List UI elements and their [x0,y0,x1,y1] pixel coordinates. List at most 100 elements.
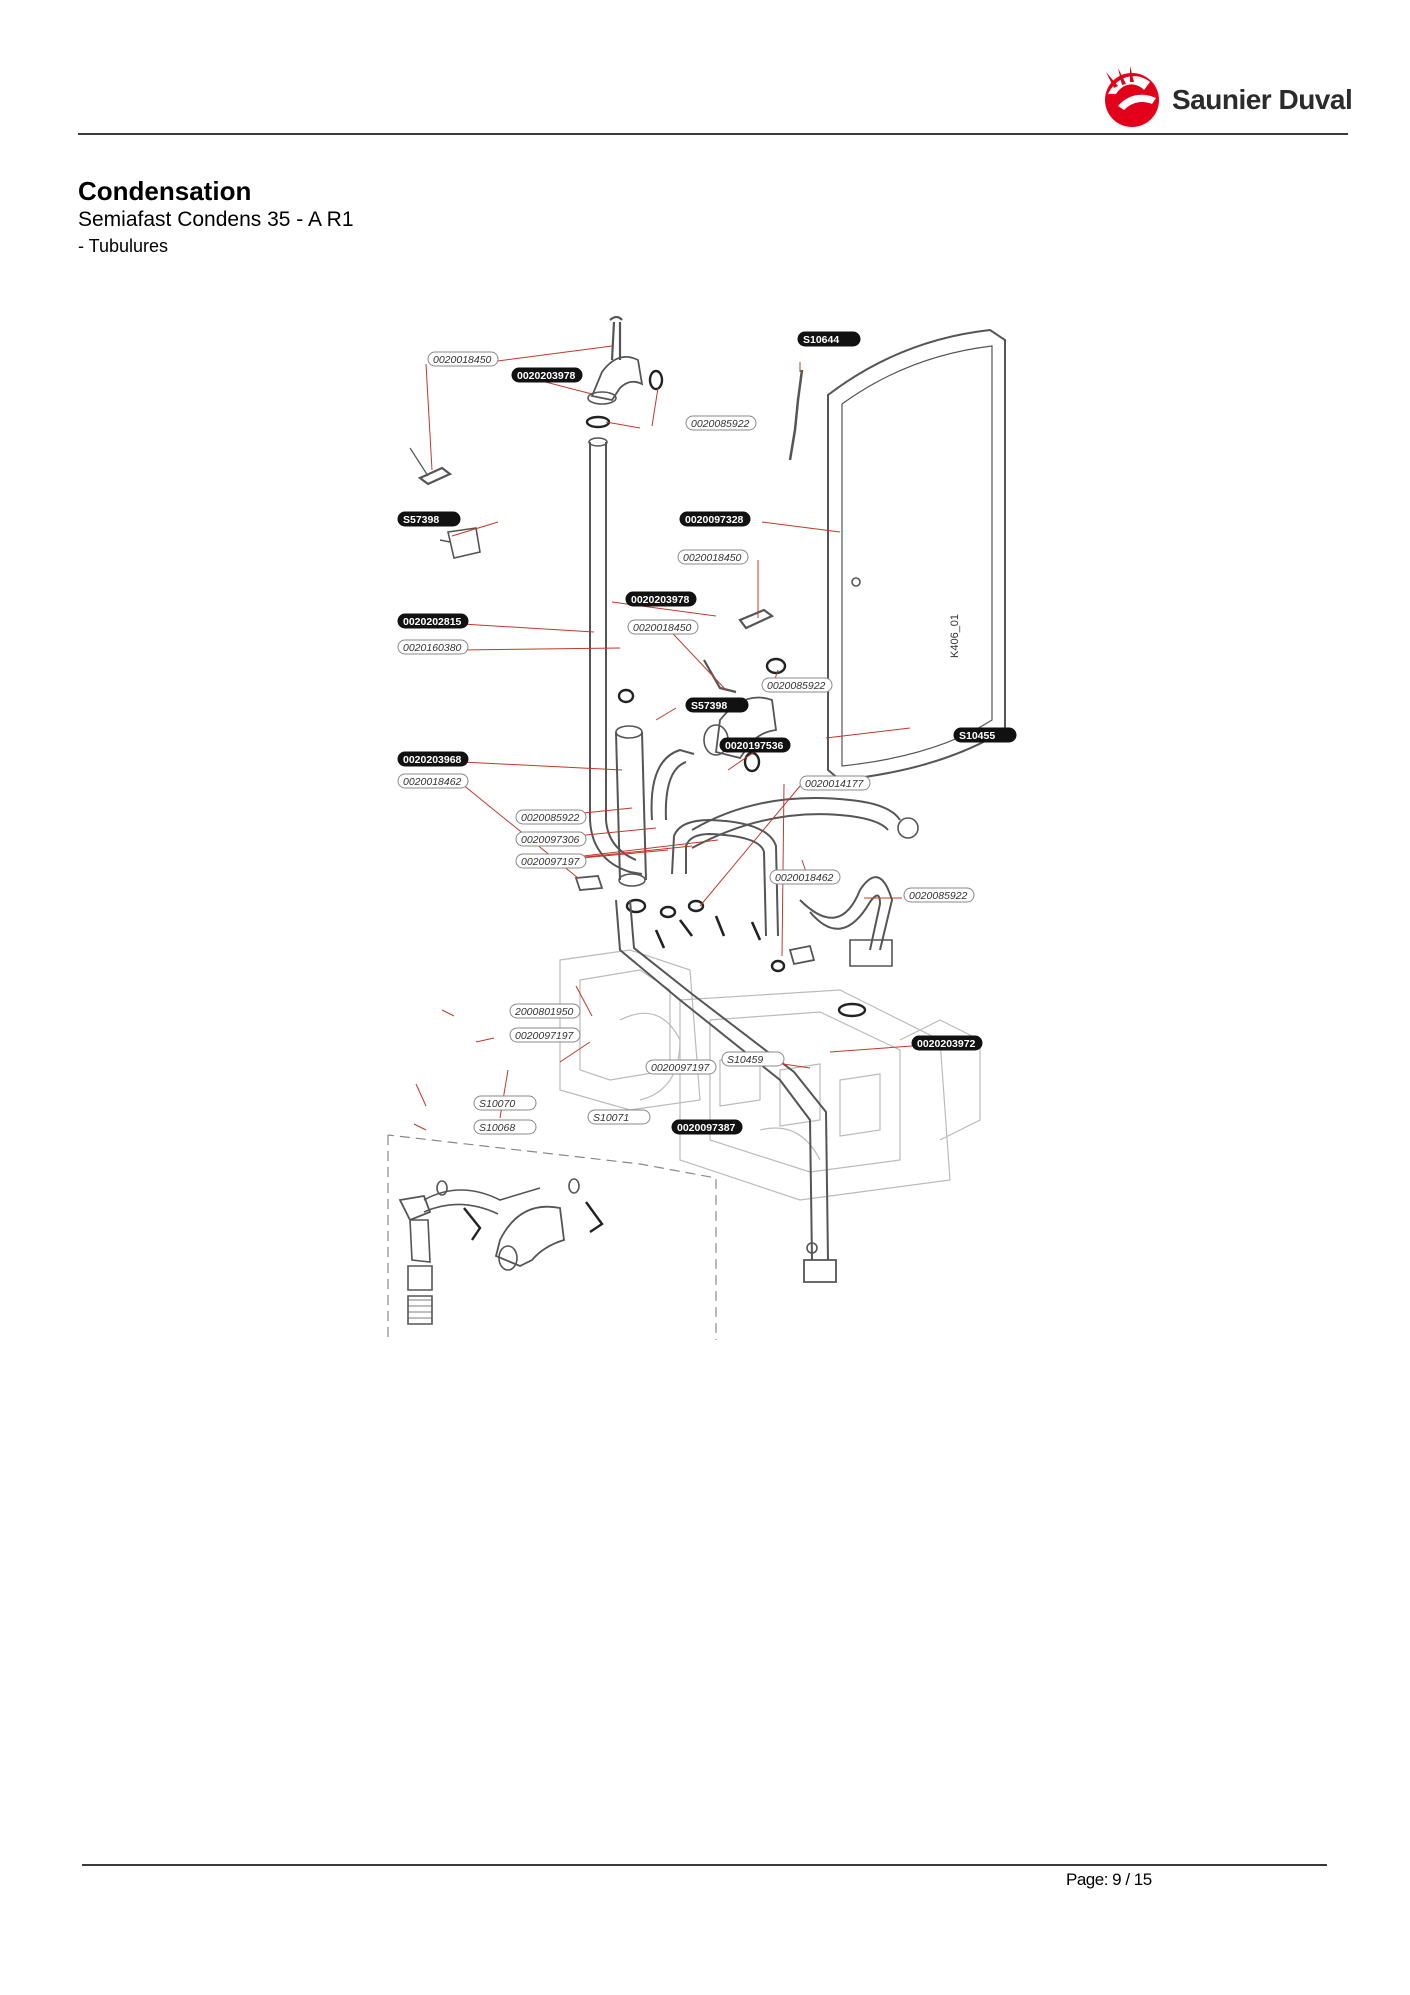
callout-0020203972: 0020203972 [911,1035,983,1051]
callout-text: 0020097306 [521,834,580,846]
callout-s10068: S10068 [473,1119,537,1135]
callout-badge [719,737,791,753]
callout-0020097197: 0020097197 [509,1027,581,1043]
leader-lines [413,345,913,1131]
page-number: Page: 9 / 15 [1066,1870,1152,1889]
callout-0020097197: 0020097197 [645,1059,717,1075]
callout-text: 0020085922 [767,680,826,692]
callout-2000801950: 2000801950 [509,1003,581,1019]
callout-0020018450: 0020018450 [627,619,699,635]
callout-0020014177: 0020014177 [799,775,871,791]
callout-badge [509,1027,581,1043]
callout-badge [515,831,587,847]
callout-badge [911,1035,983,1051]
callout-badge [397,751,469,767]
callout-text: 0020097387 [677,1122,736,1134]
callout-badge [397,773,469,789]
callout-text: 0020203972 [917,1038,976,1050]
callout-0020085922: 0020085922 [515,809,587,825]
callout-badge [511,367,583,383]
callout-badge [427,351,499,367]
callout-badge [769,869,841,885]
footer-rule [82,1864,1327,1866]
callout-text: 0020160380 [403,642,462,654]
callout-text: S57398 [403,514,439,526]
page-title: Condensation [78,176,252,206]
callout-0020197536: 0020197536 [719,737,791,753]
callout-text: 0020018450 [433,354,492,366]
part-number-callouts: 00200184500020203978S106440020085922S573… [397,331,1017,1135]
callout-0020097306: 0020097306 [515,831,587,847]
parts-diagram: 00200184500020203978S106440020085922S573… [387,315,1017,1340]
callout-0020085922: 0020085922 [903,887,975,903]
callout-text: 0020014177 [805,778,865,790]
callout-text: 0020203968 [403,754,462,766]
callout-text: 0020203978 [517,370,576,382]
callout-text: 0020085922 [909,890,968,902]
callout-0020018462: 0020018462 [397,773,469,789]
callout-badge [671,1119,743,1135]
callout-badge [397,639,469,655]
callout-0020097387: 0020097387 [671,1119,743,1135]
callout-text: 0020097197 [651,1062,711,1074]
callout-0020203978: 0020203978 [511,367,583,383]
callout-s10644: S10644 [797,331,861,347]
callout-badge [685,415,757,431]
callout-badge [721,1051,785,1067]
callout-text: S10455 [959,730,995,742]
callout-badge [515,853,587,869]
callout-text: S10644 [803,334,839,346]
diagram-reference: K406_01 [949,614,961,658]
callout-text: 0020202815 [403,616,462,628]
callout-text: 0020018450 [683,552,742,564]
callout-text: 0020085922 [521,812,580,824]
callout-text: 0020018462 [403,776,462,788]
callout-text: 0020085922 [691,418,750,430]
callout-0020018450: 0020018450 [677,549,749,565]
callout-s57398: S57398 [397,511,461,527]
callout-badge [509,1003,581,1019]
callout-badge [397,613,469,629]
callout-badge [797,331,861,347]
callout-text: S10071 [593,1112,629,1124]
callout-text: 0020097197 [515,1030,575,1042]
callout-badge [645,1059,717,1075]
callout-0020203978: 0020203978 [625,591,697,607]
callout-badge [799,775,871,791]
callout-0020085922: 0020085922 [685,415,757,431]
callout-text: 0020203978 [631,594,690,606]
callout-badge [685,697,749,713]
callout-badge [397,511,461,527]
diagram-artwork [387,315,1006,1340]
callout-text: 0020018450 [633,622,692,634]
callout-badge [587,1109,651,1125]
callout-s10070: S10070 [473,1095,537,1111]
callout-text: 0020018462 [775,872,834,884]
callout-0020160380: 0020160380 [397,639,469,655]
callout-s57398: S57398 [685,697,749,713]
callout-s10459: S10459 [721,1051,785,1067]
callout-text: 0020197536 [725,740,784,752]
callout-badge [473,1095,537,1111]
brand-name: Saunier Duval [1172,84,1353,115]
callout-badge [761,677,833,693]
callout-badge [627,619,699,635]
callout-text: 0020097197 [521,856,581,868]
callout-text: S10070 [479,1098,515,1110]
callout-0020203968: 0020203968 [397,751,469,767]
callout-0020097328: 0020097328 [679,511,751,527]
callout-0020085922: 0020085922 [761,677,833,693]
callout-0020202815: 0020202815 [397,613,469,629]
section-label: - Tubulures [78,236,169,256]
callout-s10071: S10071 [587,1109,651,1125]
callout-badge [515,809,587,825]
callout-badge [677,549,749,565]
callout-s10455: S10455 [953,727,1017,743]
callout-text: S57398 [691,700,727,712]
callout-text: S10459 [727,1054,763,1066]
page-subtitle: Semiafast Condens 35 - A R1 [78,208,354,231]
saunier-duval-logo-icon [1105,66,1159,127]
callout-text: 0020097328 [685,514,744,526]
callout-text: 2000801950 [514,1006,574,1018]
callout-0020018462: 0020018462 [769,869,841,885]
